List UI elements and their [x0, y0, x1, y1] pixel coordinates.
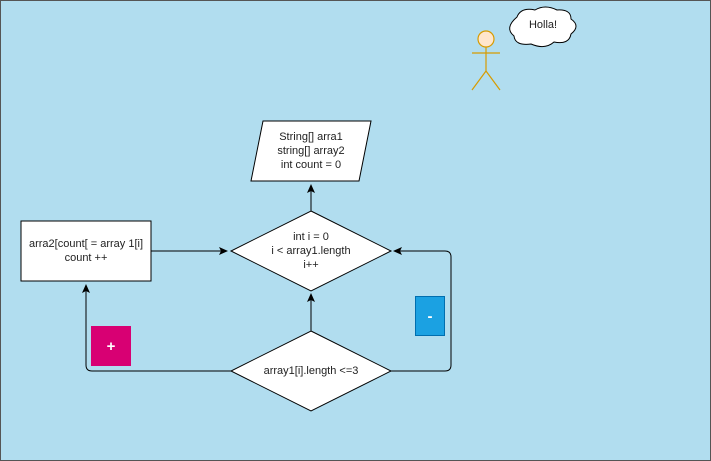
- speech-text: Holla!: [528, 19, 558, 31]
- edge-condition-no-to-loop: [391, 247, 452, 372]
- io-parallelogram: [250, 120, 372, 182]
- condition-line-1: array1[i].length <=3: [263, 365, 359, 377]
- process-label: arra2[count[ = array 1[i] count ++: [21, 237, 151, 265]
- io-line-3: int count = 0: [280, 159, 342, 171]
- no-branch-tag: -: [415, 296, 445, 336]
- process-line-1: arra2[count[ = array 1[i]: [28, 238, 144, 250]
- edge-condition-yes-to-process: [82, 284, 231, 372]
- actor-figure: [471, 30, 501, 91]
- condition-label: array1[i].length <=3: [241, 364, 381, 378]
- loop-line-3: i++: [303, 259, 319, 271]
- loop-line-2: i < array1.length: [271, 245, 351, 257]
- process-box: [20, 220, 152, 282]
- loop-diamond: [229, 210, 393, 292]
- io-label: String[] arra1 string[] array2 int count…: [256, 130, 366, 172]
- loop-label: int i = 0 i < array1.length i++: [246, 230, 376, 272]
- io-line-2: string[] array2: [277, 145, 345, 157]
- speech-cloud: [509, 6, 577, 48]
- io-line-1: String[] arra1: [279, 131, 343, 143]
- process-line-2: count ++: [64, 252, 108, 264]
- yes-branch-tag: +: [91, 326, 131, 366]
- condition-diamond: [229, 330, 393, 412]
- loop-line-1: int i = 0: [293, 231, 329, 243]
